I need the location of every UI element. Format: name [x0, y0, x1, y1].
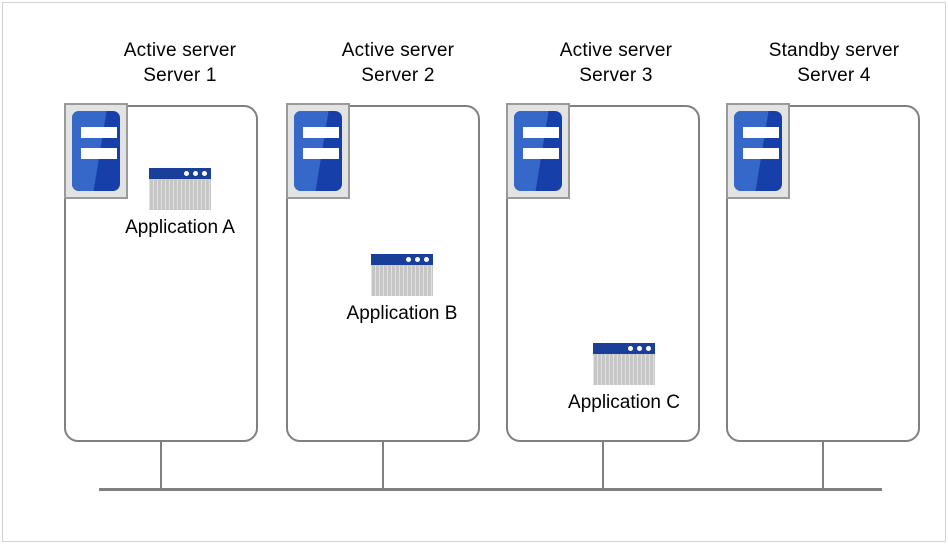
- server-1-network-connector: [160, 441, 162, 490]
- server-icon-bar: [743, 148, 779, 159]
- server-icon-body: [734, 111, 782, 191]
- server-4-role-label: Standby server: [768, 40, 900, 61]
- server-1-role-label: Active server: [123, 40, 237, 61]
- application-window-icon: [593, 343, 655, 385]
- server-icon-bar: [81, 148, 117, 159]
- application-window-icon: [149, 168, 211, 210]
- app-icon-dot: [415, 257, 420, 262]
- server-icon-bar: [523, 148, 559, 159]
- server-icon-bar: [523, 127, 559, 138]
- application-b-label: Application B: [346, 303, 458, 324]
- app-icon-dot: [184, 171, 189, 176]
- server-3-network-connector: [602, 441, 604, 490]
- server-4-header: Standby server Server 4: [736, 38, 932, 88]
- application-a-label: Application A: [125, 217, 235, 238]
- app-icon-dot: [637, 346, 642, 351]
- server-2-role-label: Active server: [341, 40, 455, 61]
- server-2-network-connector: [382, 441, 384, 490]
- app-icon-dot: [202, 171, 207, 176]
- server-4-network-connector: [822, 441, 824, 490]
- server-3-role-label: Active server: [559, 40, 673, 61]
- server-3-header: Active server Server 3: [518, 38, 714, 88]
- server-icon-body: [514, 111, 562, 191]
- application-a-group[interactable]: Application A: [88, 168, 272, 240]
- app-icon-titlebar: [149, 168, 211, 179]
- app-icon-body: [371, 265, 433, 296]
- server-3-name-label: Server 3: [579, 65, 653, 86]
- application-b-group[interactable]: Application B: [310, 254, 494, 326]
- server-icon-bar: [743, 127, 779, 138]
- application-window-icon: [371, 254, 433, 296]
- server-1-header: Active server Server 1: [82, 38, 278, 88]
- app-icon-titlebar: [593, 343, 655, 354]
- server-icon-body: [72, 111, 120, 191]
- server-2-header: Active server Server 2: [300, 38, 496, 88]
- app-icon-dot: [424, 257, 429, 262]
- app-icon-dot: [646, 346, 651, 351]
- app-icon-body: [593, 354, 655, 385]
- server-4-name-label: Server 4: [797, 65, 871, 86]
- network-bus-line: [99, 488, 882, 491]
- server-icon-bar: [303, 127, 339, 138]
- server-icon-bar: [303, 148, 339, 159]
- app-icon-titlebar: [371, 254, 433, 265]
- app-icon-dot: [406, 257, 411, 262]
- server-icon: [64, 103, 128, 199]
- app-icon-body: [149, 179, 211, 210]
- server-1-name-label: Server 1: [143, 65, 217, 86]
- app-icon-dot: [628, 346, 633, 351]
- server-icon: [286, 103, 350, 199]
- app-icon-dot: [193, 171, 198, 176]
- server-icon: [726, 103, 790, 199]
- app-icon-dots: [628, 346, 651, 351]
- server-icon: [506, 103, 570, 199]
- app-icon-dots: [406, 257, 429, 262]
- server-icon-bar: [81, 127, 117, 138]
- app-icon-dots: [184, 171, 207, 176]
- server-icon-body: [294, 111, 342, 191]
- server-2-name-label: Server 2: [361, 65, 435, 86]
- application-c-group[interactable]: Application C: [532, 343, 716, 415]
- application-c-label: Application C: [568, 392, 680, 413]
